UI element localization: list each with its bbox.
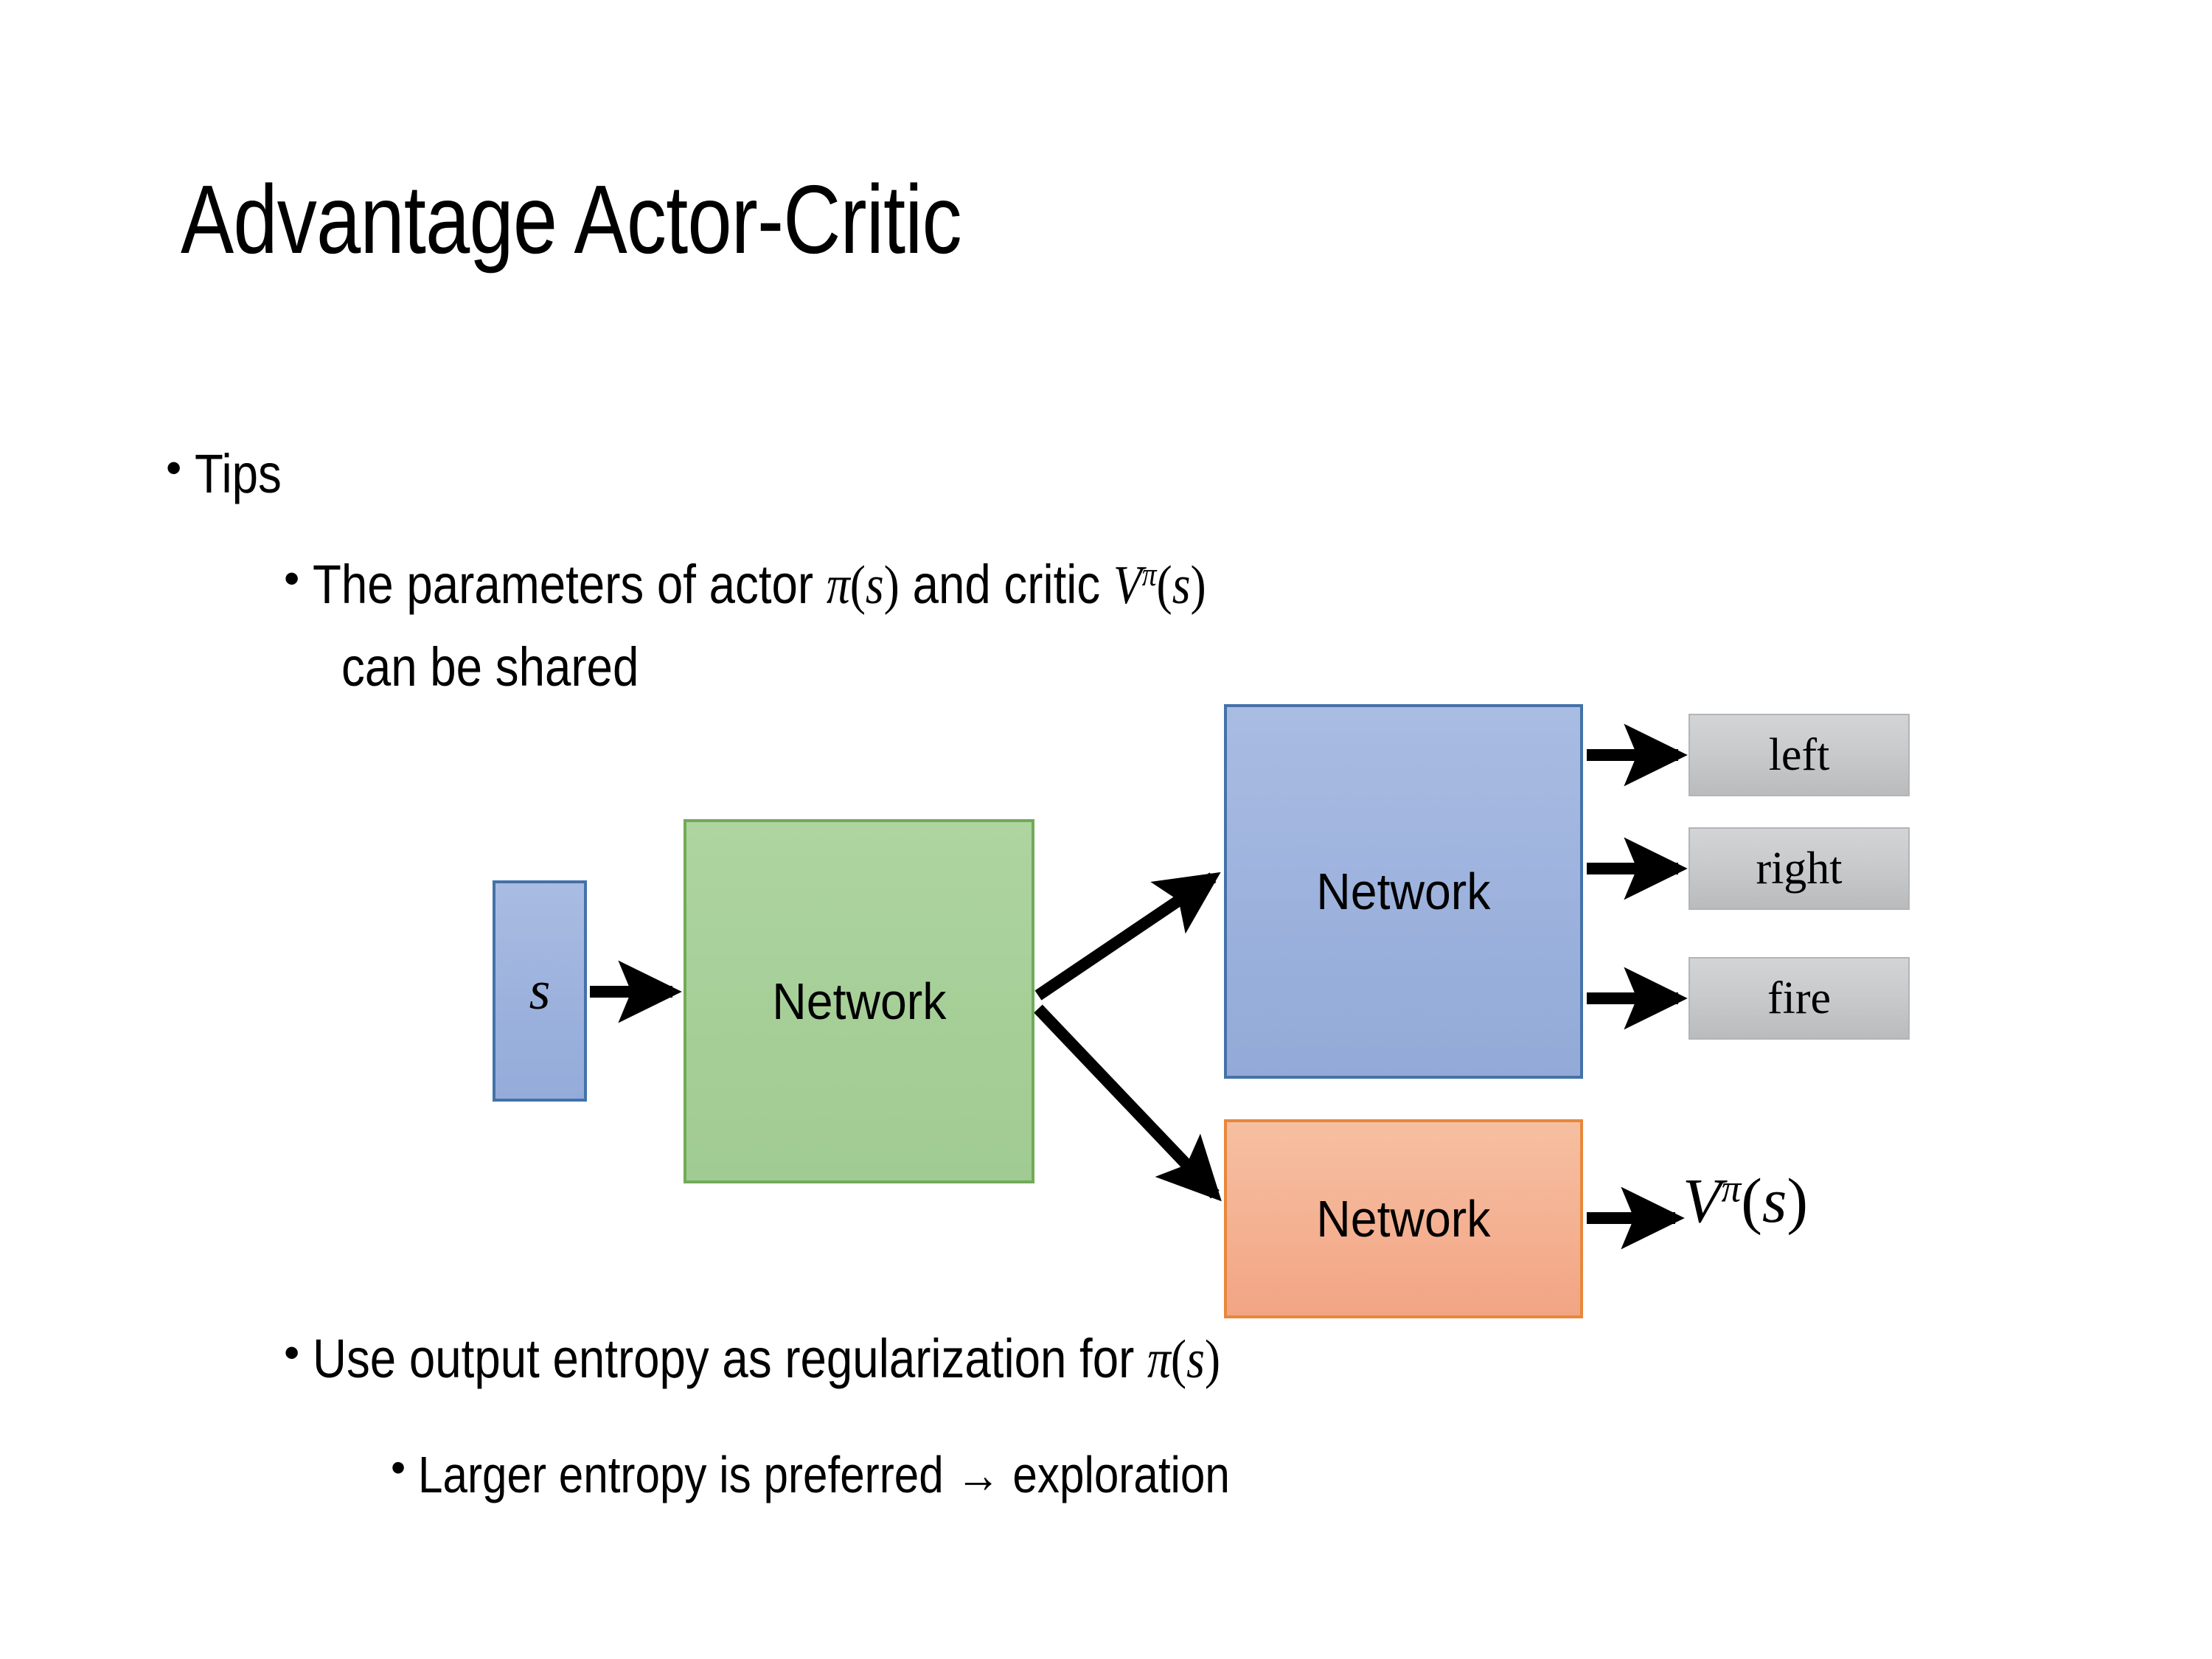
node-critic-network-label: Network	[1316, 1190, 1491, 1248]
math-rparen: )	[884, 555, 900, 616]
bullet-larger-entropy-label: Larger entropy is preferred → exploratio…	[418, 1446, 1231, 1503]
bullet-shared-params-line2: can be shared	[341, 636, 687, 698]
math-lparen: (	[850, 555, 866, 616]
math-s: s	[866, 555, 885, 616]
bullet-tips: • Tips	[166, 442, 296, 505]
bullet-larger-entropy: • Larger entropy is preferred → explorat…	[391, 1445, 1362, 1504]
bullet-dot-icon: •	[166, 442, 182, 493]
math-lparen: (	[1171, 1329, 1187, 1390]
node-state-input[interactable]: s	[493, 880, 587, 1102]
math-superscript-pi: π	[1721, 1166, 1742, 1211]
text-the-parameters-of-actor: The parameters of actor	[313, 554, 827, 615]
bullet-dot-icon: •	[284, 552, 300, 603]
page-title: Advantage Actor-Critic	[181, 165, 962, 274]
bullet-dot-icon: •	[284, 1326, 300, 1377]
node-shared-network-label: Network	[771, 973, 947, 1030]
bullet-entropy-regularization: • Use output entropy as regularization f…	[284, 1327, 1368, 1391]
math-V: V	[1113, 555, 1143, 616]
critic-value-output-label: Vπ(s)	[1683, 1164, 1808, 1237]
arrow-shared-to-actor	[1034, 872, 1221, 1001]
math-lparen: (	[1741, 1165, 1762, 1236]
node-critic-network[interactable]: Network	[1224, 1119, 1583, 1318]
bullet-shared-params-line2-label: can be shared	[341, 636, 639, 698]
text-and-critic: and critic	[900, 554, 1114, 615]
node-actor-network-label: Network	[1316, 863, 1491, 920]
math-pi-of-s: π(s)	[827, 555, 900, 616]
bullet-entropy-regularization-label: Use output entropy as regularization for…	[313, 1327, 1220, 1391]
math-V: V	[1683, 1165, 1722, 1236]
node-state-label: s	[529, 960, 551, 1021]
node-shared-network[interactable]: Network	[684, 819, 1034, 1183]
math-s: s	[1186, 1329, 1206, 1390]
math-s: s	[1172, 555, 1191, 616]
output-box-left[interactable]: left	[1688, 714, 1910, 796]
arrow-shared-to-critic	[1034, 1004, 1222, 1202]
math-s: s	[1761, 1165, 1787, 1236]
math-pi-of-s: π(s)	[1147, 1329, 1220, 1390]
node-actor-network[interactable]: Network	[1224, 704, 1583, 1079]
math-pi: π	[1147, 1329, 1172, 1390]
output-box-left-label: left	[1768, 729, 1830, 780]
bullet-shared-params: • The parameters of actor π(s) and criti…	[284, 553, 1352, 617]
output-box-fire-label: fire	[1767, 973, 1832, 1023]
math-superscript-pi: π	[1142, 555, 1158, 594]
output-box-right[interactable]: right	[1688, 827, 1910, 910]
bullet-tips-label: Tips	[195, 443, 282, 504]
output-box-right-label: right	[1756, 843, 1843, 894]
bullet-dot-icon: •	[391, 1444, 406, 1492]
math-rparen: )	[1787, 1165, 1809, 1236]
text-use-output-entropy: Use output entropy as regularization for	[313, 1328, 1148, 1389]
output-box-fire[interactable]: fire	[1688, 957, 1910, 1040]
math-pi: π	[827, 555, 851, 616]
math-v-pi-of-s: Vπ(s)	[1113, 555, 1206, 616]
math-lparen: (	[1157, 555, 1173, 616]
math-rparen: )	[1205, 1329, 1221, 1390]
math-rparen: )	[1190, 555, 1207, 616]
bullet-shared-params-label: The parameters of actor π(s) and critic …	[313, 553, 1206, 617]
